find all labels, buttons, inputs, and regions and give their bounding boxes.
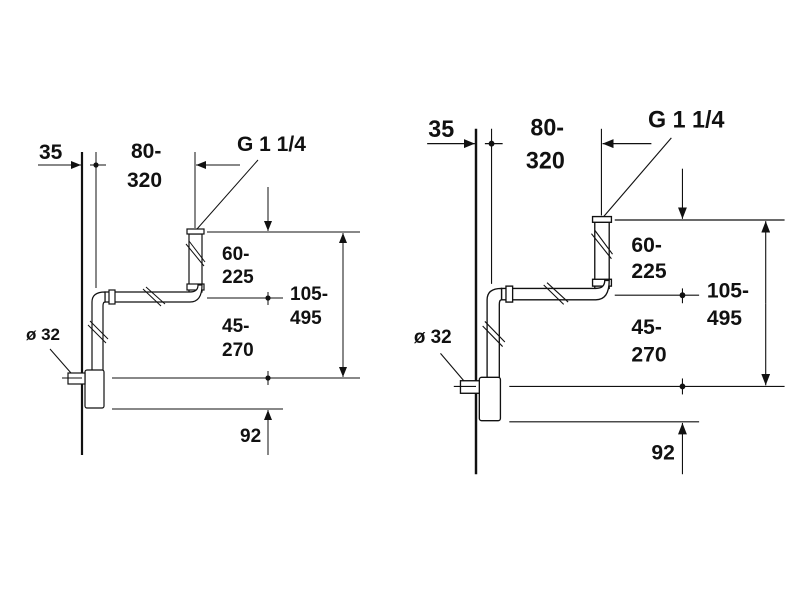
- height-dimensions: 60- 225 45- 270 105- 495 92: [112, 187, 360, 455]
- wall-offset-dimension: 35: [38, 141, 106, 169]
- horizontal-range-label: 80- 320: [526, 115, 565, 174]
- thread-label: G 1 1/4: [648, 107, 724, 133]
- total-height-b: 495: [707, 306, 742, 330]
- thread-dimension: G 1 1/4: [194, 133, 306, 230]
- upper-height-b: 225: [222, 267, 254, 288]
- drawing-left: 35 80- 320 G 1 1/4: [26, 133, 360, 455]
- wall-offset-label: 35: [39, 141, 63, 164]
- siphon-pipe: [459, 215, 613, 422]
- total-height-a: 105-: [290, 284, 328, 305]
- outlet-diameter: ø 32: [414, 327, 476, 388]
- total-height-a: 105-: [707, 278, 749, 302]
- total-height-b: 495: [290, 308, 322, 329]
- thread-dimension: G 1 1/4: [600, 107, 724, 217]
- outlet-diameter-label: ø 32: [26, 325, 60, 344]
- outlet-diameter-label: ø 32: [414, 327, 452, 348]
- bottom-offset-label: 92: [240, 426, 261, 447]
- lower-height-a: 45-: [222, 316, 249, 337]
- lower-height-a: 45-: [631, 315, 661, 339]
- horizontal-range-b: 320: [526, 148, 565, 174]
- horizontal-range-a: 80-: [530, 115, 564, 141]
- drawing-right: 35 80- 320 G 1 1/4: [414, 107, 785, 475]
- bottom-offset-label: 92: [651, 440, 675, 464]
- horizontal-range-label: 80- 320: [127, 140, 162, 192]
- lower-height-b: 270: [631, 342, 666, 366]
- outlet-diameter: ø 32: [26, 325, 82, 379]
- horizontal-range-a: 80-: [131, 140, 161, 163]
- wall-offset-dimension: 35: [427, 117, 503, 149]
- siphon-pipe: [67, 228, 206, 409]
- lower-height-b: 270: [222, 340, 254, 361]
- upper-height-a: 60-: [222, 244, 249, 265]
- upper-height-b: 225: [631, 259, 666, 283]
- wall: [474, 128, 493, 475]
- wall-offset-label: 35: [428, 117, 454, 143]
- thread-label: G 1 1/4: [237, 133, 306, 156]
- horizontal-range-b: 320: [127, 169, 162, 192]
- height-dimensions: 60- 225 45- 270 105- 495 92: [509, 168, 785, 475]
- upper-height-a: 60-: [631, 233, 661, 257]
- wall: [80, 152, 97, 455]
